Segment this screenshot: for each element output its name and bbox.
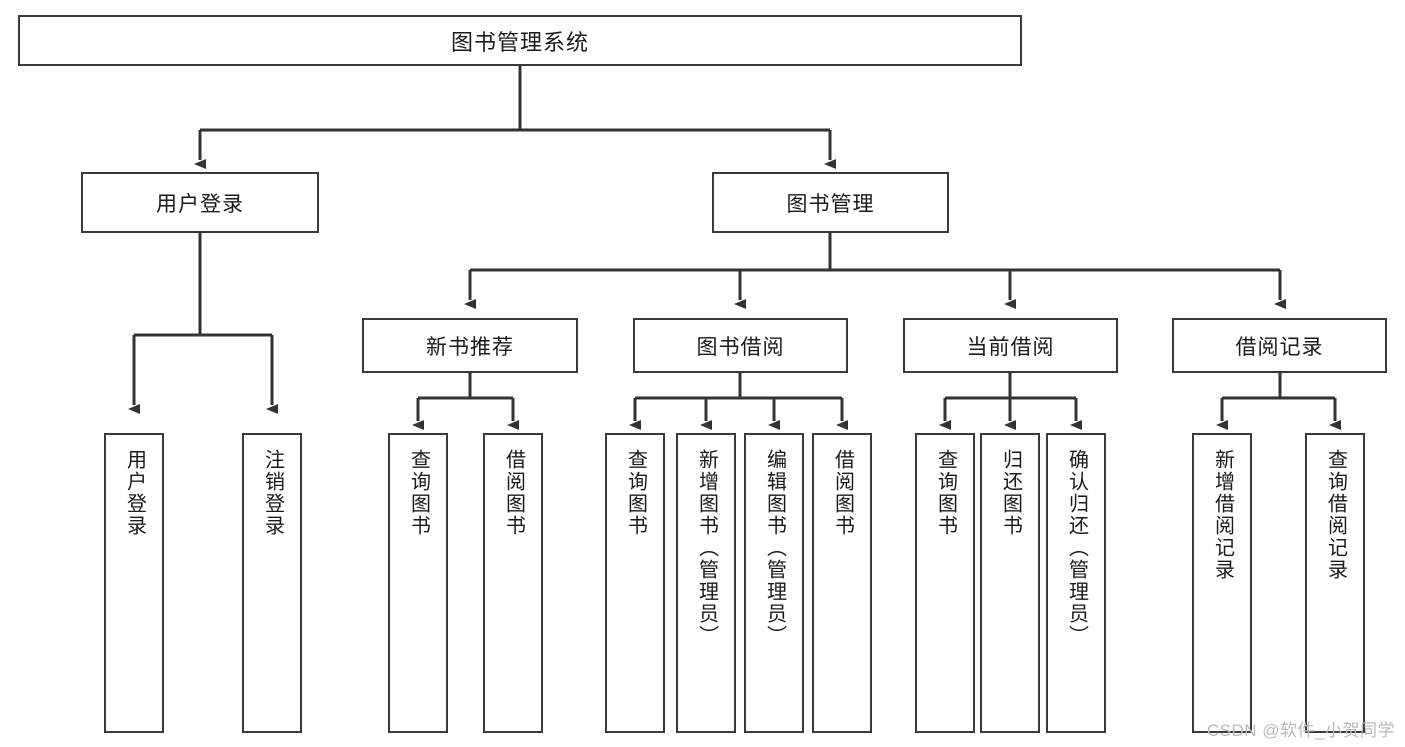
node-leaf-user-logout[interactable]: 注销登录 — [242, 433, 302, 733]
node-book-borrow[interactable]: 图书借阅 — [633, 318, 848, 373]
node-leaf-confirm-return[interactable]: 确认归还（管理员） — [1046, 433, 1106, 733]
node-user-login-label: 用户登录 — [156, 192, 244, 216]
node-leaf-add-record-label: 新增借阅记录 — [1211, 449, 1234, 581]
node-leaf-query-record[interactable]: 查询借阅记录 — [1305, 433, 1365, 733]
node-leaf-borrow-book-2-label: 借阅图书 — [831, 449, 854, 537]
node-leaf-query-book-1[interactable]: 查询图书 — [388, 433, 448, 733]
node-leaf-query-book-2[interactable]: 查询图书 — [605, 433, 665, 733]
node-leaf-add-book-label: 新增图书（管理员） — [695, 449, 718, 647]
node-leaf-return-book-label: 归还图书 — [999, 449, 1022, 537]
node-leaf-query-book-3-label: 查询图书 — [934, 449, 957, 537]
node-book-manage[interactable]: 图书管理 — [712, 172, 949, 233]
node-current-borrow[interactable]: 当前借阅 — [903, 318, 1118, 373]
node-leaf-edit-book-label: 编辑图书（管理员） — [763, 449, 786, 647]
node-leaf-borrow-book-2[interactable]: 借阅图书 — [812, 433, 872, 733]
node-leaf-user-login-label: 用户登录 — [123, 449, 146, 537]
node-leaf-user-login[interactable]: 用户登录 — [104, 433, 164, 733]
node-borrow-record[interactable]: 借阅记录 — [1172, 318, 1387, 373]
node-leaf-query-book-2-label: 查询图书 — [624, 449, 647, 537]
node-book-manage-label: 图书管理 — [786, 192, 875, 216]
node-root[interactable]: 图书管理系统 — [18, 15, 1022, 66]
node-leaf-add-book[interactable]: 新增图书（管理员） — [676, 433, 736, 733]
node-leaf-user-logout-label: 注销登录 — [261, 449, 284, 537]
node-leaf-borrow-book-1-label: 借阅图书 — [502, 449, 525, 537]
watermark-text: CSDN @软件_小贺同学 — [1206, 721, 1395, 740]
node-leaf-add-record[interactable]: 新增借阅记录 — [1192, 433, 1252, 733]
node-borrow-record-label: 借阅记录 — [1235, 335, 1324, 359]
node-leaf-return-book[interactable]: 归还图书 — [980, 433, 1040, 733]
node-new-book-recommend-label: 新书推荐 — [426, 335, 514, 359]
node-leaf-query-book-3[interactable]: 查询图书 — [915, 433, 975, 733]
node-leaf-query-book-1-label: 查询图书 — [407, 449, 430, 537]
node-leaf-borrow-book-1[interactable]: 借阅图书 — [483, 433, 543, 733]
node-leaf-query-record-label: 查询借阅记录 — [1324, 449, 1347, 581]
node-root-label: 图书管理系统 — [450, 29, 589, 55]
node-leaf-confirm-return-label: 确认归还（管理员） — [1065, 449, 1088, 647]
node-current-borrow-label: 当前借阅 — [966, 335, 1055, 359]
node-leaf-edit-book[interactable]: 编辑图书（管理员） — [744, 433, 804, 733]
node-book-borrow-label: 图书借阅 — [696, 335, 785, 359]
node-user-login[interactable]: 用户登录 — [81, 172, 319, 233]
node-new-book-recommend[interactable]: 新书推荐 — [362, 318, 578, 373]
